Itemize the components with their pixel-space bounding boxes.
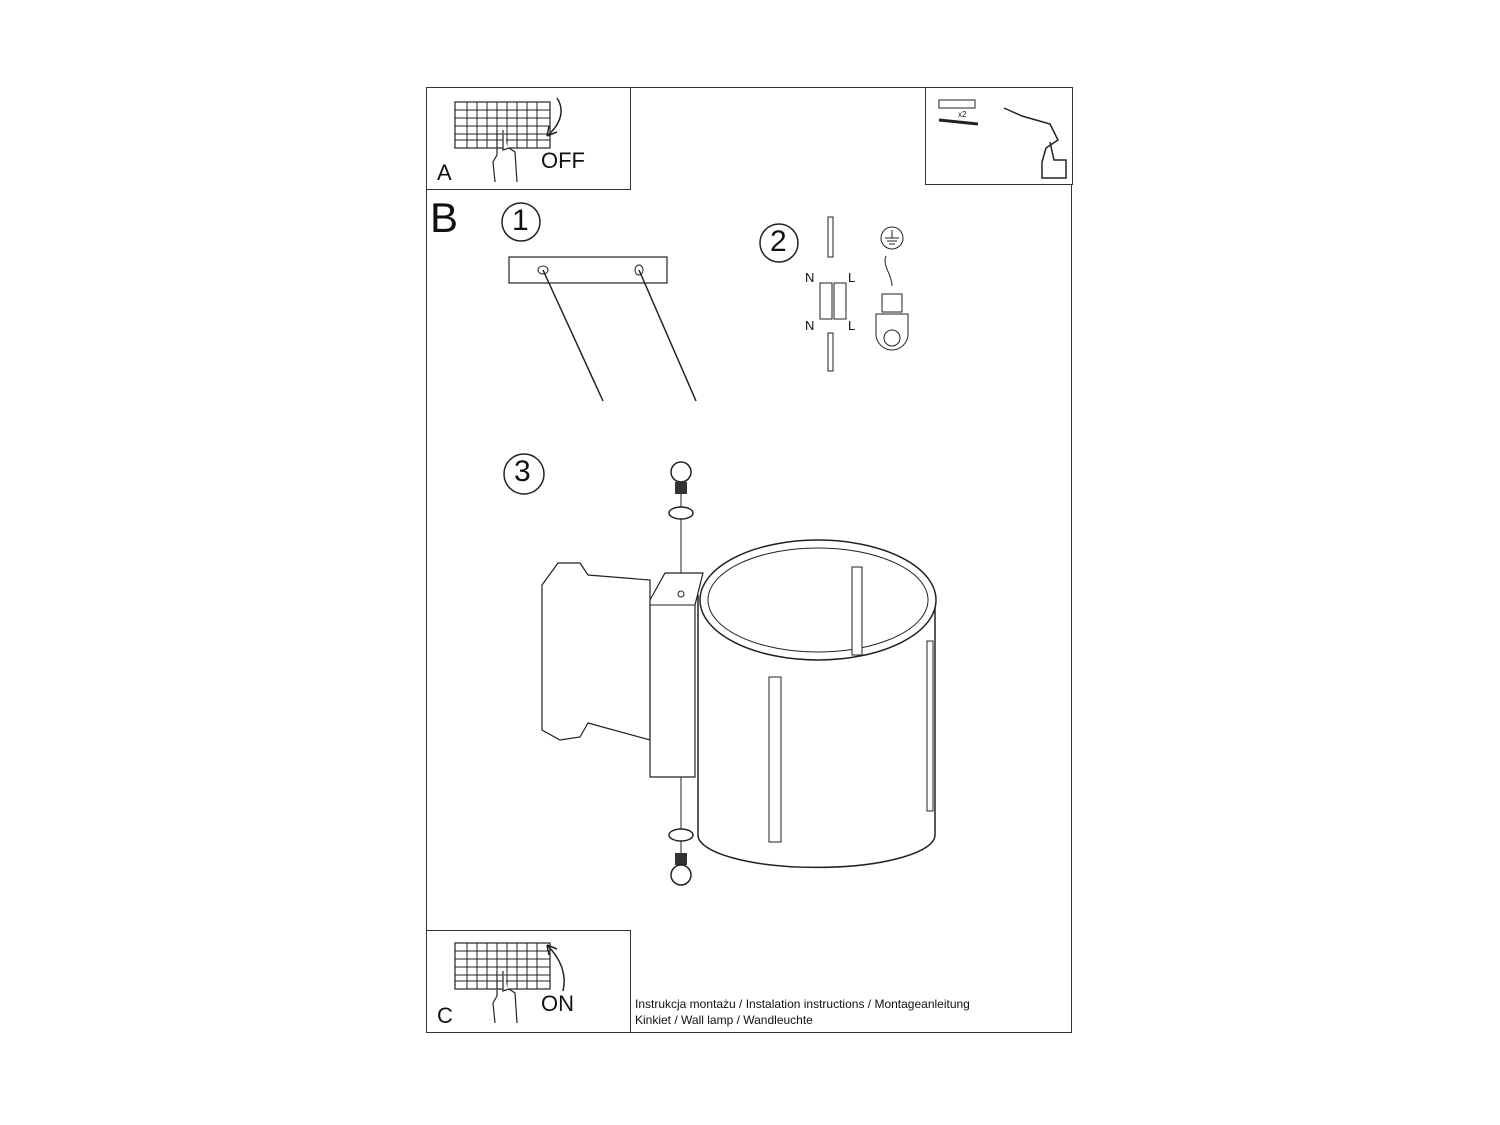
step-2-number-icon xyxy=(759,223,799,263)
panel-a-label: A xyxy=(437,160,452,185)
wiring-terminal-diagram xyxy=(819,216,847,372)
anchor-count: x2 xyxy=(958,110,967,119)
wall-plug-icon xyxy=(938,99,979,126)
panel-c-action: ON xyxy=(541,991,574,1016)
instruction-sheet xyxy=(426,87,1072,1033)
screw-bottom xyxy=(670,864,692,886)
section-b-label: B xyxy=(430,194,459,241)
panel-c: C ON xyxy=(426,930,631,1033)
footer-line-1: Instrukcja montażu / Instalation instruc… xyxy=(635,997,970,1011)
screw-top xyxy=(670,461,692,483)
terminal-label-n-bottom: N xyxy=(805,318,815,333)
step-3-number: 3 xyxy=(514,455,531,488)
earth-ground-icon xyxy=(875,226,909,351)
arrow-up-icon xyxy=(546,944,565,992)
step-3-number-icon xyxy=(503,453,545,495)
mounting-bracket-screws-diagram xyxy=(508,256,697,402)
step-1-number-icon xyxy=(501,202,541,242)
hand-icon xyxy=(492,971,518,1024)
breaker-panel-icon xyxy=(454,101,551,183)
drill-icon xyxy=(1003,107,1067,179)
terminal-label-l-bottom: L xyxy=(848,318,856,333)
terminal-label-l-top: L xyxy=(848,270,856,285)
step-1-number: 1 xyxy=(512,204,529,237)
panel-a: A OFF xyxy=(426,87,631,190)
panel-a-action: OFF xyxy=(541,148,585,173)
tools-panel: x2 xyxy=(925,87,1073,185)
lamp-assembly-diagram xyxy=(541,461,937,886)
breaker-panel-icon xyxy=(454,942,551,1024)
hand-icon xyxy=(492,130,518,183)
panel-c-label: C xyxy=(437,1003,453,1028)
step-2-number: 2 xyxy=(770,225,787,258)
arrow-down-icon xyxy=(546,97,562,137)
footer-line-2: Kinkiet / Wall lamp / Wandleuchte xyxy=(635,1013,813,1027)
terminal-label-n-top: N xyxy=(805,270,815,285)
